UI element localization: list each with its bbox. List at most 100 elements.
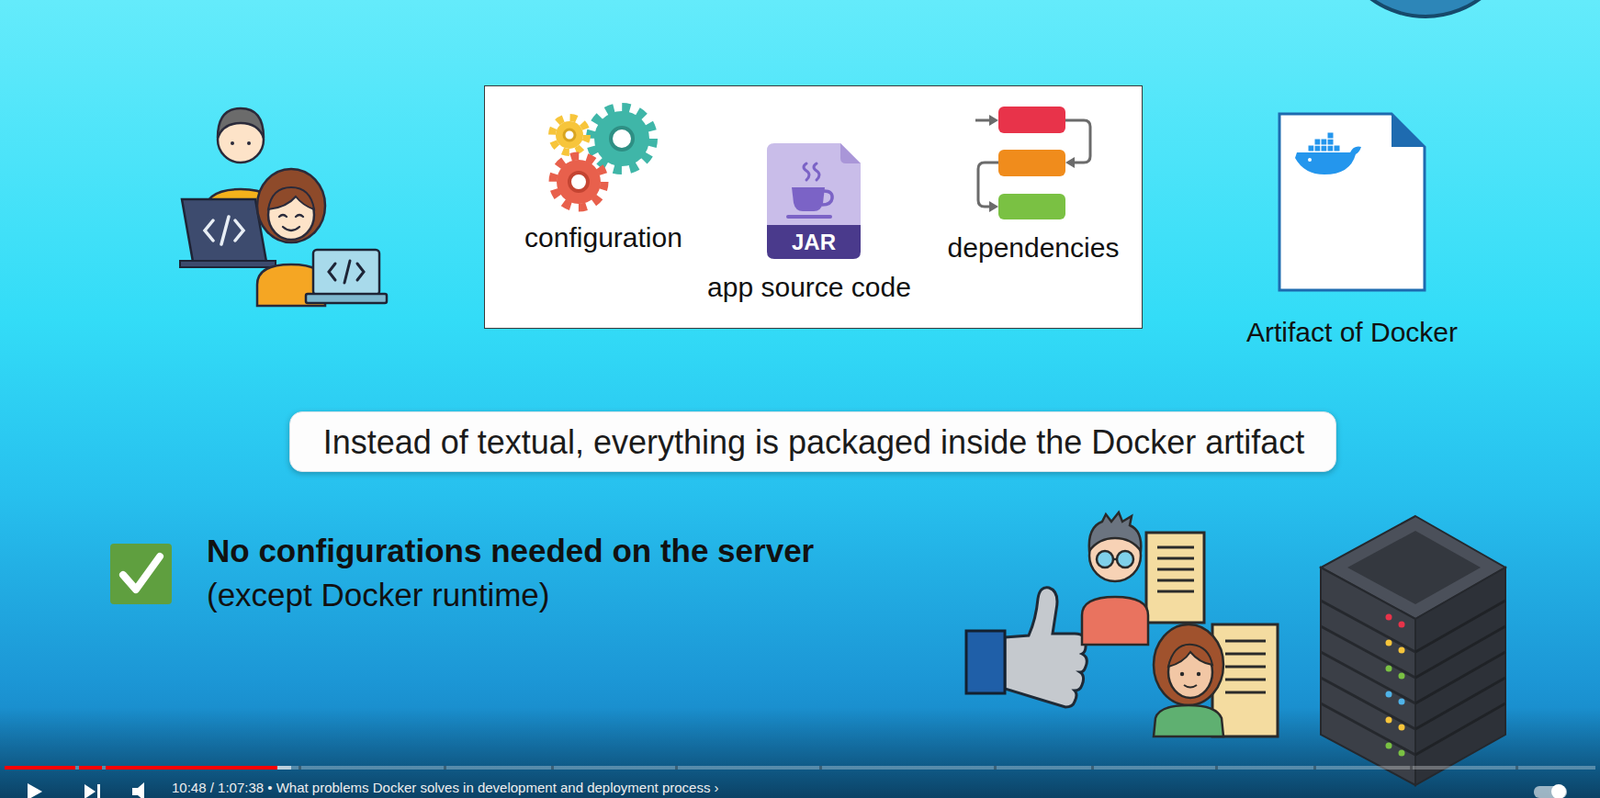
- docker-file-icon: [1307, 145, 1315, 152]
- operations-figure: [1168, 644, 1213, 667]
- gears-icon: [552, 117, 587, 153]
- server-rack: [1398, 724, 1406, 732]
- player-bar: [551, 766, 554, 770]
- gears-icon: [590, 107, 654, 170]
- jar-file-icon: [766, 143, 861, 260]
- operations-figure: [1113, 558, 1117, 562]
- component-label: app source code: [707, 271, 912, 305]
- player-bar: [78, 766, 102, 770]
- jar-file-icon: [803, 163, 820, 181]
- gears-icon: [555, 121, 584, 149]
- developers-figure: [204, 216, 244, 245]
- jar-file-icon: [840, 143, 861, 164]
- operations-figure: [1153, 705, 1224, 737]
- server-rack: [1385, 691, 1393, 699]
- player-bar: [298, 766, 1519, 770]
- developers-figure: [313, 249, 380, 295]
- player-bar: [1409, 766, 1413, 770]
- gears-icon: [552, 156, 605, 208]
- player-bar: [105, 766, 278, 770]
- banner-text: Instead of textual, everything is packag…: [323, 423, 1306, 462]
- server-rack: [1320, 600, 1416, 755]
- player-bar: [4, 766, 1596, 798]
- operations-figure: [1180, 672, 1184, 677]
- player-bar: [1515, 766, 1519, 770]
- server-rack: [1398, 698, 1406, 706]
- docker-file-icon: [1327, 145, 1334, 152]
- component-panel: configurationapp source codedependencies: [484, 85, 1143, 329]
- gears-icon: [563, 129, 575, 141]
- server-rack: [1398, 750, 1406, 757]
- operations-figure: [1116, 551, 1134, 568]
- docker-file-icon: [1327, 132, 1334, 139]
- player-title: 10:48 / 1:07:38 • What problems Docker s…: [171, 779, 720, 796]
- server-rack: [1320, 567, 1416, 786]
- check-icon: [110, 543, 172, 605]
- docker-file-icon: [1314, 138, 1321, 146]
- player-bar: [84, 784, 96, 798]
- server-rack: [1385, 717, 1393, 724]
- developers-figure: [305, 293, 387, 304]
- jar-file-icon: [788, 214, 831, 219]
- dependencies-icon: [998, 149, 1066, 177]
- gears-icon: [569, 172, 588, 192]
- player-bar: [675, 766, 678, 770]
- jar-file-icon: [766, 143, 861, 226]
- benefit-heading: No configurations needed on the server: [206, 532, 814, 570]
- operations-figure: [1157, 547, 1195, 592]
- server-rack: [1385, 665, 1393, 673]
- docker-file-icon: [1279, 113, 1425, 291]
- operations-figure: [1146, 532, 1205, 623]
- artifact-label: Artifact of Docker: [1246, 316, 1458, 350]
- check-icon: [123, 556, 160, 590]
- developers-figure: [181, 199, 267, 262]
- gears-icon: [610, 127, 633, 150]
- server-rack: [1385, 614, 1406, 757]
- artifact-file: Artifact of Docker: [1235, 110, 1469, 351]
- developers-figure: [230, 141, 235, 146]
- developers-figure: [247, 141, 251, 146]
- player-bar: [298, 766, 302, 770]
- player-bar: [97, 784, 101, 798]
- jar-file-icon: [791, 187, 825, 212]
- player-bar: [4, 766, 76, 770]
- jar-file-icon: [766, 225, 861, 260]
- thumbs-up-icon: [1004, 587, 1087, 708]
- icon-caption: JAR: [791, 229, 836, 256]
- server-rack: [1398, 621, 1406, 629]
- server-rack: [1385, 743, 1393, 750]
- dependencies-icon: [1065, 157, 1075, 169]
- player-bar: [1313, 766, 1317, 770]
- check-icon: [110, 543, 172, 605]
- gears-icon: [552, 107, 654, 208]
- docker-file-icon: [1391, 113, 1425, 147]
- developers-figure: [257, 169, 326, 243]
- developers-figure: [180, 260, 276, 268]
- operations-figure: [1196, 672, 1201, 677]
- message-banner: Instead of textual, everything is packag…: [289, 411, 1338, 473]
- server-rack: [1398, 673, 1406, 680]
- docker-file-icon: [1327, 138, 1334, 146]
- docker-file-icon: [1320, 145, 1328, 152]
- operations-figure: [1081, 512, 1278, 737]
- operations-figure: [1183, 685, 1197, 688]
- server-rack: [1320, 516, 1506, 786]
- docker-file-icon: [1320, 138, 1328, 146]
- dependencies-icon: [978, 162, 999, 207]
- gears-icon: [552, 156, 605, 208]
- dependencies-icon: [975, 106, 1091, 220]
- server-rack: [1385, 614, 1393, 621]
- server-rack: [1385, 640, 1393, 647]
- operations-figure: [1081, 597, 1149, 645]
- dependencies-icon: [989, 114, 999, 126]
- player-bar: [277, 766, 292, 770]
- developers-figure: [328, 260, 364, 283]
- docker-file-icon: [1314, 145, 1321, 152]
- jar-file-icon: [822, 191, 833, 205]
- docker-file-icon: [1279, 113, 1425, 291]
- gears-icon: [590, 107, 654, 170]
